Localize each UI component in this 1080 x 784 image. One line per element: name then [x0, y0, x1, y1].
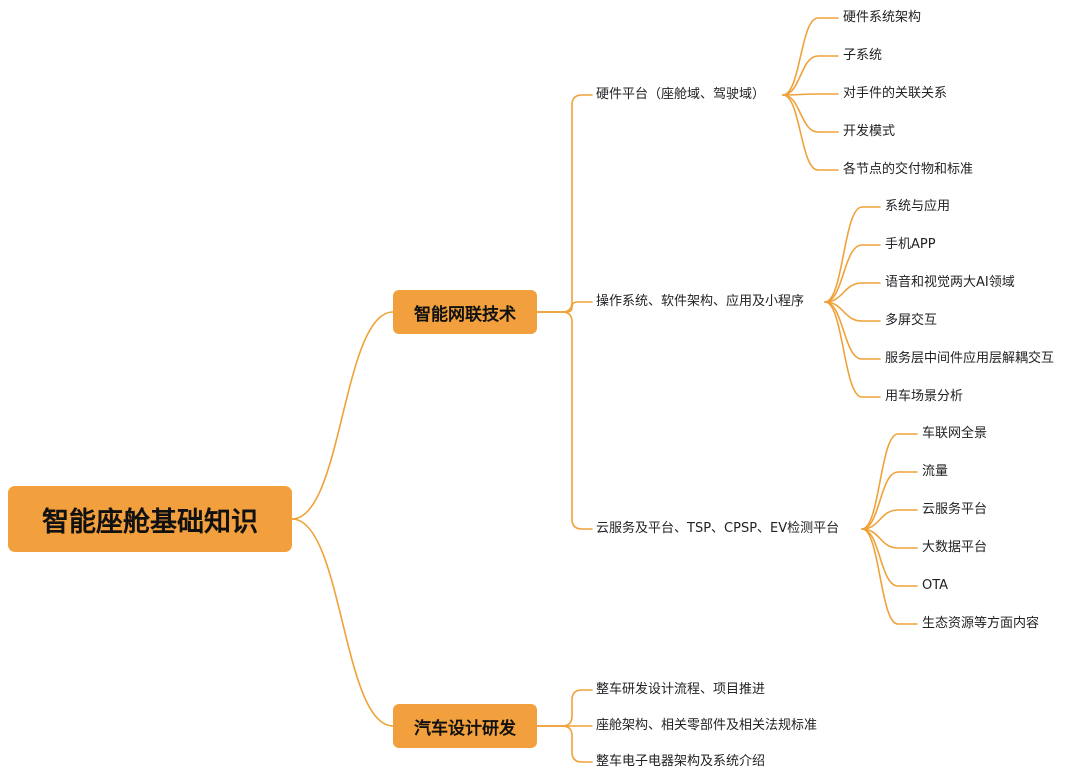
leaf-item[interactable]: 大数据平台: [922, 540, 988, 555]
topic-to-leaf-connector: [824, 301, 881, 360]
topic-to-leaf-connector: [782, 94, 839, 133]
leaf-item[interactable]: 用车场景分析: [885, 389, 964, 404]
topic-to-leaf-connector: [782, 94, 839, 171]
leaf-item[interactable]: 子系统: [843, 48, 883, 63]
leaf-item[interactable]: 语音和视觉两大AI领域: [885, 275, 1015, 290]
topic-to-leaf-connector: [824, 244, 881, 303]
topic-os-software[interactable]: 操作系统、软件架构、应用及小程序: [596, 294, 805, 309]
branch-to-topic-connector: [536, 94, 593, 313]
topic-to-leaf-connector: [861, 471, 918, 530]
branch-to-topic-connector: [536, 311, 593, 530]
topic-to-leaf-connector: [782, 55, 839, 96]
leaf-item[interactable]: 手机APP: [885, 237, 936, 252]
leaf-item[interactable]: 硬件系统架构: [843, 10, 922, 25]
topic-ee-architecture[interactable]: 整车电子电器架构及系统介绍: [596, 754, 766, 769]
branch-to-topic-connector: [536, 301, 593, 313]
topic-hardware-platform[interactable]: 硬件平台（座舱域、驾驶域）: [596, 87, 766, 102]
topic-to-leaf-connector: [782, 93, 839, 96]
topic-to-leaf-connector: [861, 528, 918, 625]
leaf-item[interactable]: 云服务平台: [922, 502, 988, 517]
leaf-item[interactable]: 对手件的关联关系: [843, 86, 948, 101]
leaf-item[interactable]: OTA: [922, 578, 949, 593]
root-to-branch-connector: [291, 311, 394, 520]
topic-to-leaf-connector: [824, 206, 881, 303]
topic-to-leaf-connector: [861, 433, 918, 530]
topic-to-leaf-connector: [824, 282, 881, 303]
leaf-item[interactable]: 多屏交互: [885, 313, 938, 328]
leaf-item[interactable]: 车联网全景: [922, 426, 988, 441]
leaf-item[interactable]: 各节点的交付物和标准: [843, 162, 974, 177]
topic-cloud-platform[interactable]: 云服务及平台、TSP、CPSP、EV检测平台: [596, 521, 840, 536]
topic-to-leaf-connector: [824, 301, 881, 398]
branch-node-connected-tech[interactable]: 智能网联技术: [393, 290, 537, 334]
branch-to-topic-connector: [536, 725, 593, 763]
root-node[interactable]: 智能座舱基础知识: [8, 486, 292, 552]
topic-to-leaf-connector: [861, 509, 918, 530]
leaf-item[interactable]: 服务层中间件应用层解耦交互: [885, 351, 1055, 366]
branch-to-topic-connector: [536, 689, 593, 727]
leaf-item[interactable]: 开发模式: [843, 124, 896, 139]
topic-to-leaf-connector: [782, 17, 839, 96]
root-to-branch-connector: [291, 518, 394, 727]
leaf-item[interactable]: 流量: [922, 464, 949, 479]
leaf-item[interactable]: 系统与应用: [885, 199, 951, 214]
branch-node-car-design[interactable]: 汽车设计研发: [393, 704, 537, 748]
topic-cockpit-architecture[interactable]: 座舱架构、相关零部件及相关法规标准: [596, 718, 818, 733]
topic-vehicle-dev-process[interactable]: 整车研发设计流程、项目推进: [596, 682, 766, 697]
topic-to-leaf-connector: [861, 528, 918, 549]
topic-to-leaf-connector: [824, 301, 881, 322]
leaf-item[interactable]: 生态资源等方面内容: [922, 616, 1040, 631]
